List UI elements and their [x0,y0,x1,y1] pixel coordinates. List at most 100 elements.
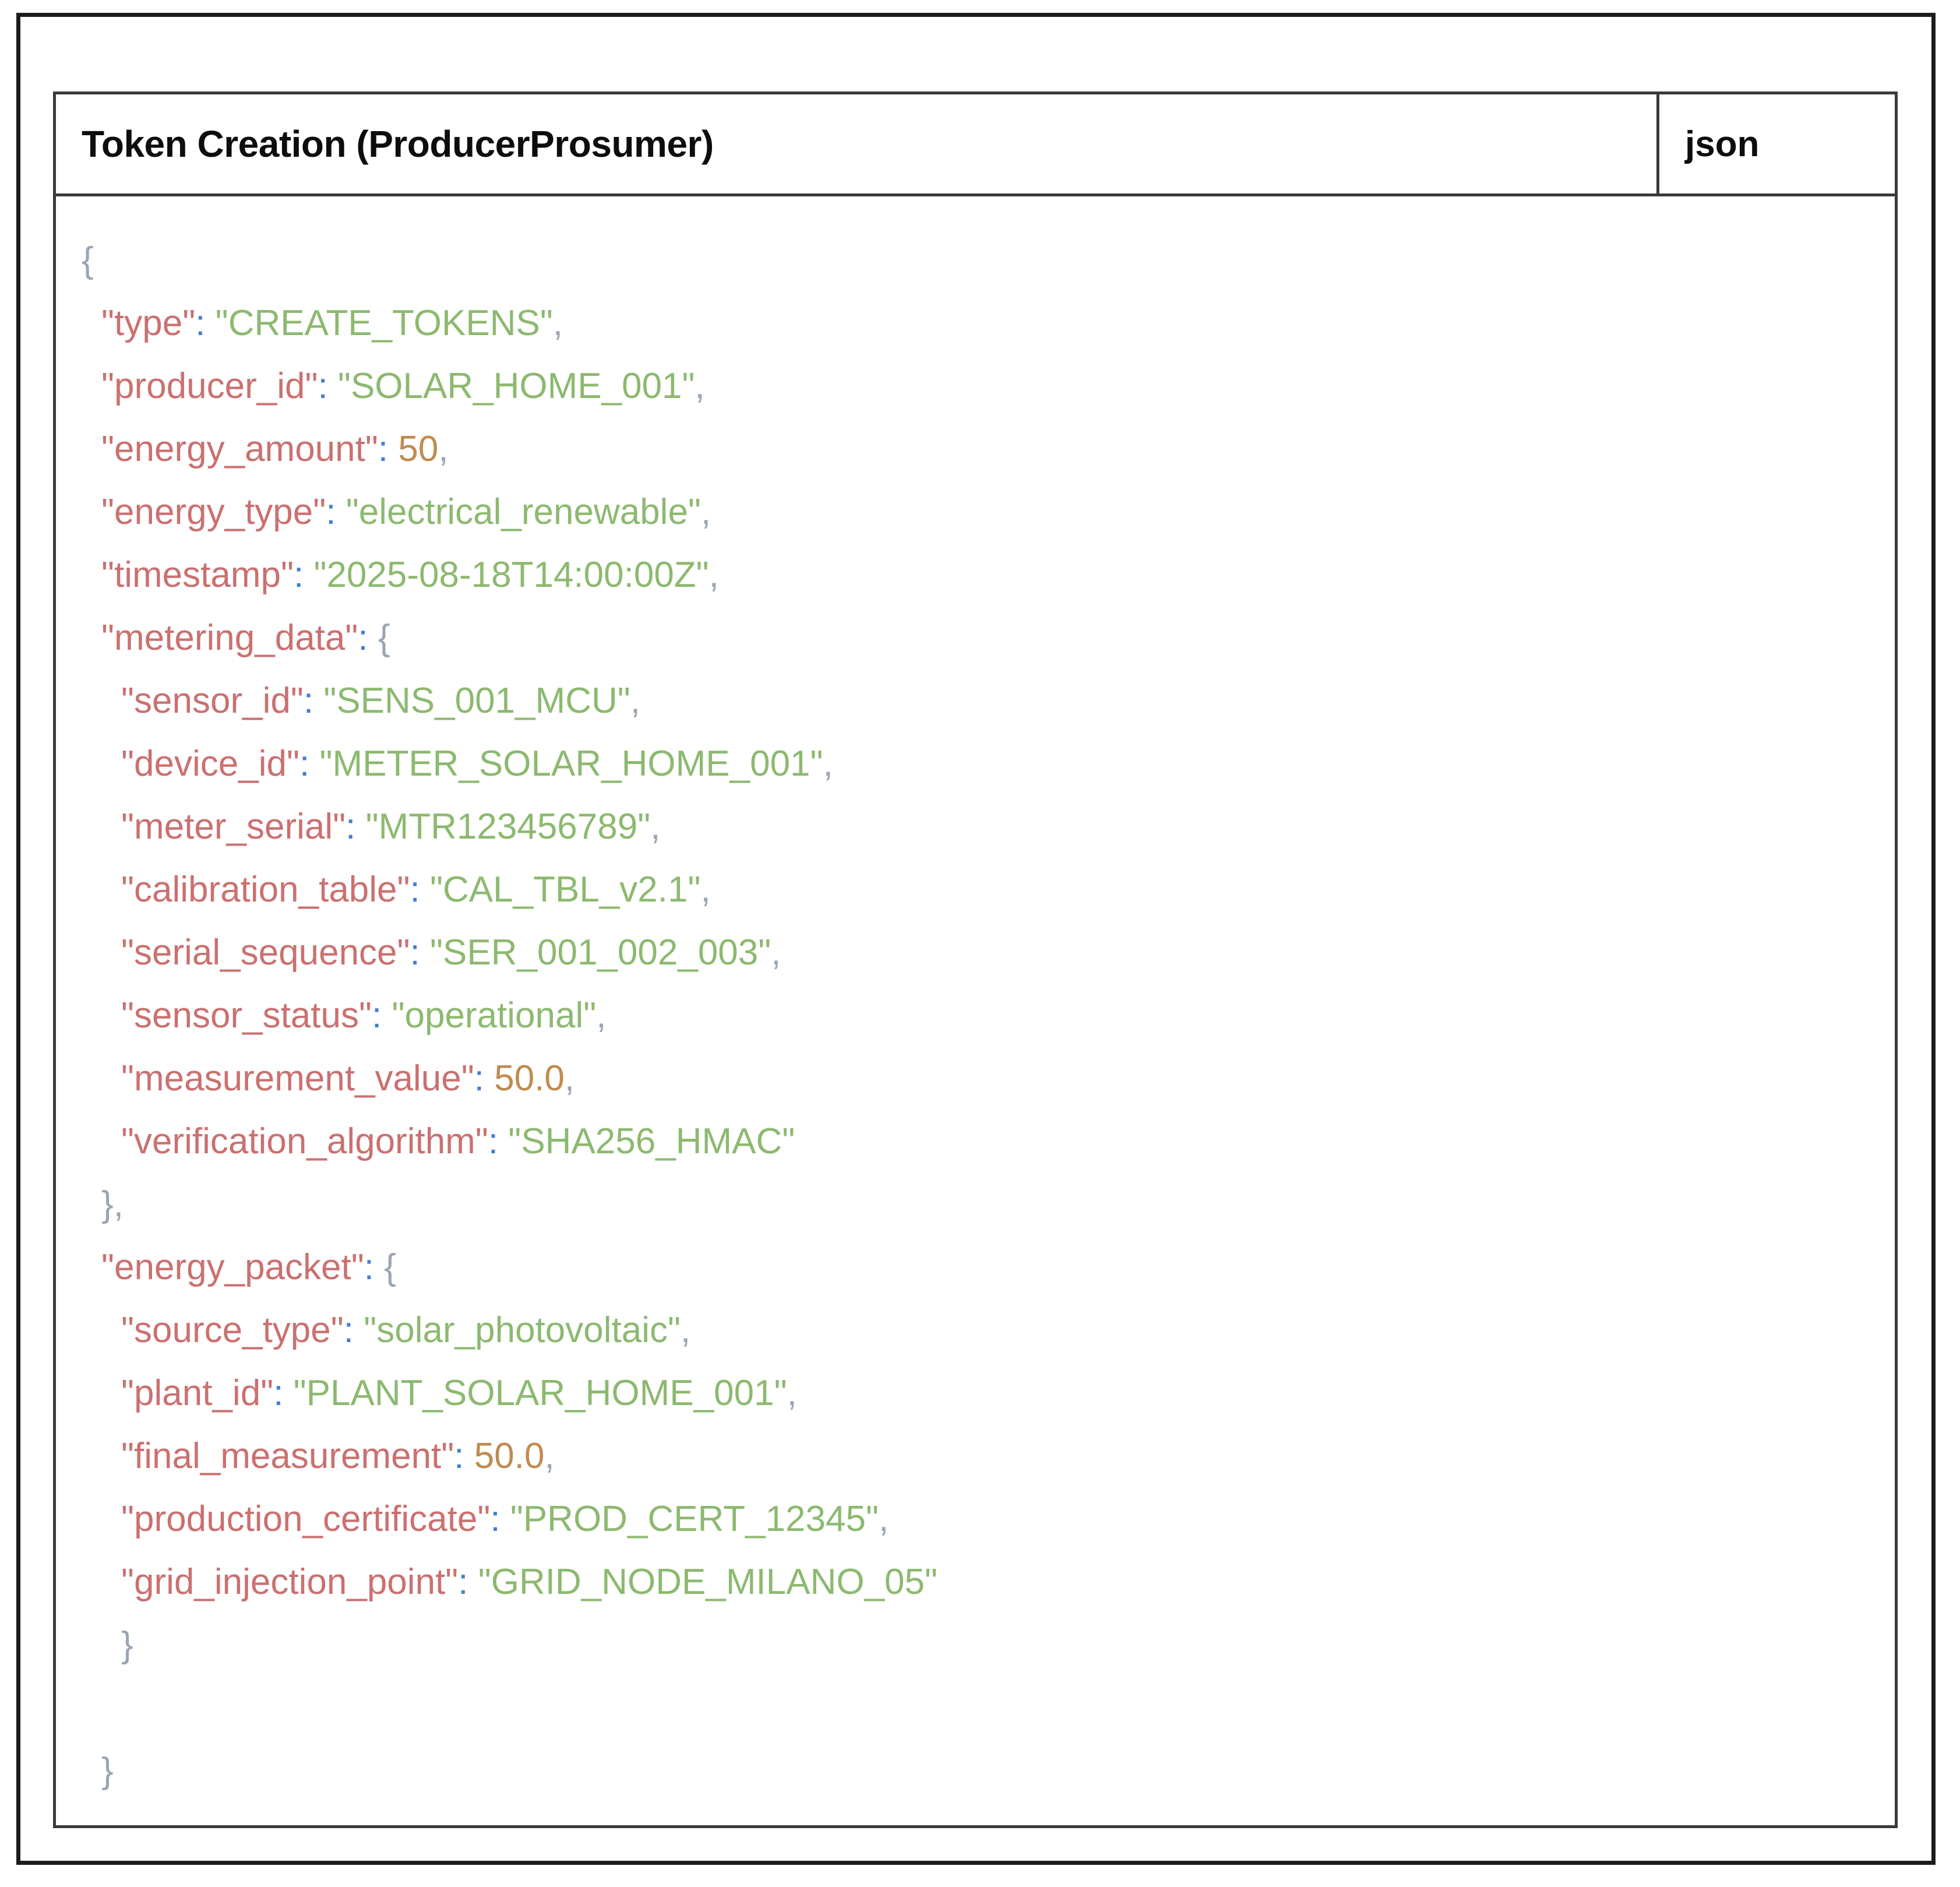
json-key: "sensor_status" [121,995,372,1036]
json-colon: : [358,618,368,658]
json-comma: , [823,744,833,784]
code-line: "device_id": "METER_SOLAR_HOME_001", [82,733,1895,795]
json-comma: , [552,303,563,343]
code-line: "verification_algorithm": "SHA256_HMAC" [82,1110,1895,1173]
json-colon: : [346,807,356,847]
code-line: "plant_id": "PLANT_SOLAR_HOME_001", [82,1362,1895,1425]
json-colon: : [326,492,336,532]
json-comma: , [787,1373,797,1413]
json-comma: , [700,869,711,910]
json-comma: , [650,807,661,847]
json-string-value: "METER_SOLAR_HOME_001" [309,744,823,784]
json-colon: : [293,555,304,595]
json-key: "grid_injection_point" [121,1562,459,1602]
json-colon: : [195,303,206,343]
code-line: } [82,1614,1895,1677]
code-line: "serial_sequence": "SER_001_002_003", [82,921,1895,984]
json-string-value: "SER_001_002_003" [420,932,771,973]
json-colon: : [273,1373,284,1413]
json-brace: } [101,1751,114,1791]
json-colon: : [343,1310,354,1350]
code-line: "grid_injection_point": "GRID_NODE_MILAN… [82,1551,1895,1614]
json-colon: : [299,744,310,784]
json-key: "producer_id" [101,366,318,406]
json-comma: , [700,492,711,532]
json-colon: : [372,995,382,1036]
code-line: "final_measurement": 50.0, [82,1425,1895,1488]
code-line: } [82,1740,1895,1802]
listing-caption-title: Token Creation (ProducerProsumer) [82,123,714,165]
listing-header-row: Token Creation (ProducerProsumer) json [53,91,1898,196]
json-colon: : [454,1436,464,1476]
json-comma: , [708,555,719,595]
json-string-value: "2025-08-18T14:00:00Z" [304,555,709,595]
code-line: "energy_packet": { [82,1236,1895,1299]
json-colon: : [318,366,328,406]
json-colon: : [410,932,420,973]
json-colon: : [364,1247,374,1287]
code-line: "energy_type": "electrical_renewable", [82,481,1895,544]
code-line: "meter_serial": "MTR123456789", [82,795,1895,858]
json-string-value: "SHA256_HMAC" [498,1121,795,1161]
code-line: }, [82,1173,1895,1236]
json-string-value: "GRID_NODE_MILANO_05" [468,1562,938,1602]
code-listing-body: {"type": "CREATE_TOKENS","producer_id": … [53,196,1898,1828]
json-key: "energy_type" [101,492,326,532]
json-comma: , [879,1499,889,1539]
json-key: "energy_amount" [101,429,378,469]
json-brace: { [368,618,390,658]
json-key: "timestamp" [101,555,294,595]
listing-caption-cell: Token Creation (ProducerProsumer) [56,94,1659,193]
code-line: "source_type": "solar_photovoltaic", [82,1299,1895,1362]
code-line [82,1677,1895,1740]
json-colon: : [490,1499,500,1539]
code-line: "sensor_id": "SENS_001_MCU", [82,670,1895,733]
json-comma: , [438,429,449,469]
json-string-value: "CREATE_TOKENS" [205,303,553,343]
code-line: "measurement_value": 50.0, [82,1047,1895,1110]
json-key: "verification_algorithm" [121,1121,488,1161]
json-key: "final_measurement" [121,1436,454,1476]
json-comma: , [681,1310,691,1350]
json-key: "sensor_id" [121,681,304,721]
json-brace: } [121,1625,133,1665]
json-number-value: 50 [388,429,439,469]
json-comma: , [771,932,781,973]
json-string-value: "solar_photovoltaic" [354,1310,681,1350]
code-line: "production_certificate": "PROD_CERT_123… [82,1488,1895,1551]
json-key: "plant_id" [121,1373,274,1413]
code-line: "type": "CREATE_TOKENS", [82,292,1895,355]
json-comma: , [596,995,607,1036]
json-comma: , [695,366,705,406]
json-key: "metering_data" [101,618,358,658]
json-brace: { [82,240,94,280]
json-comma: , [544,1436,555,1476]
json-number-value: 50.0 [484,1058,565,1099]
json-comma: , [113,1184,124,1224]
json-colon: : [474,1058,485,1099]
json-comma: , [564,1058,575,1099]
code-line: "sensor_status": "operational", [82,984,1895,1047]
json-string-value: "operational" [382,995,597,1036]
json-key: "meter_serial" [121,807,346,847]
code-listing-box: Token Creation (ProducerProsumer) json {… [53,91,1898,1828]
json-string-value: "PLANT_SOLAR_HOME_001" [283,1373,787,1413]
json-brace: { [373,1247,396,1287]
json-string-value: "MTR123456789" [355,807,651,847]
code-line: "producer_id": "SOLAR_HOME_001", [82,355,1895,418]
json-colon: : [410,869,420,910]
json-key: "measurement_value" [121,1058,474,1099]
json-string-value: "SOLAR_HOME_001" [327,366,695,406]
code-line: "metering_data": { [82,607,1895,670]
json-colon: : [303,681,314,721]
json-key: "calibration_table" [121,869,410,910]
json-string-value: "CAL_TBL_v2.1" [420,869,701,910]
page-frame: Token Creation (ProducerProsumer) json {… [16,13,1936,1865]
json-key: "serial_sequence" [121,932,410,973]
json-key: "type" [101,303,196,343]
json-number-value: 50.0 [464,1436,545,1476]
json-key: "production_certificate" [121,1499,491,1539]
code-line: "energy_amount": 50, [82,418,1895,481]
json-key: "source_type" [121,1310,344,1350]
code-line: "timestamp": "2025-08-18T14:00:00Z", [82,544,1895,607]
